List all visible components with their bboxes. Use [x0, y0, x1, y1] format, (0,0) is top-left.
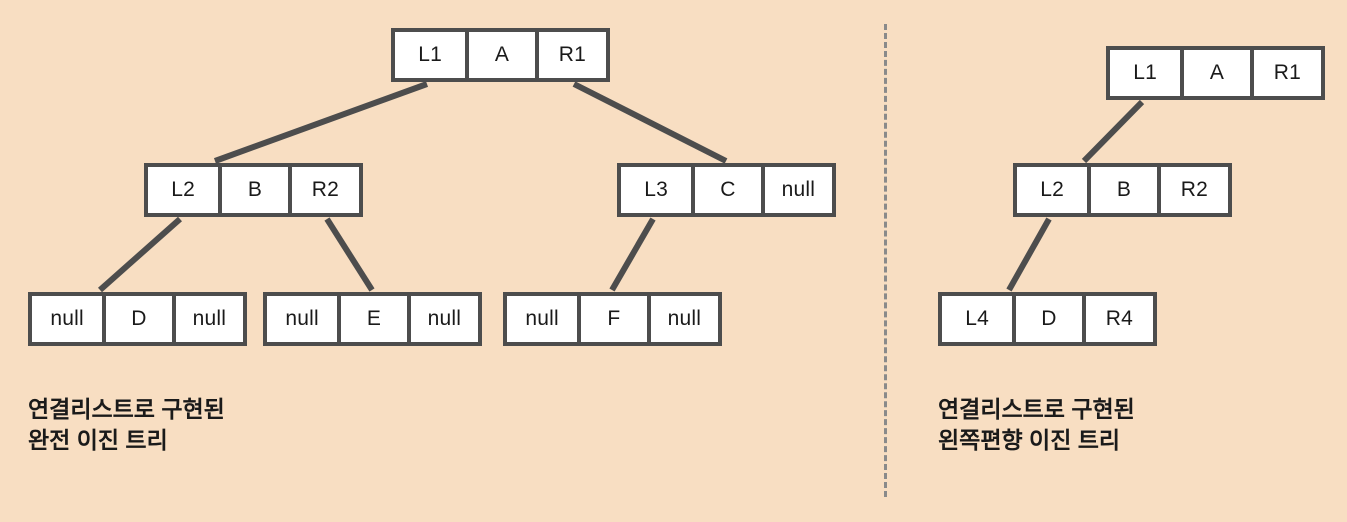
node-cell-data: A [465, 32, 535, 78]
tree-edge [324, 217, 375, 292]
node-cell-data: D [102, 296, 172, 342]
node-cell-right-pointer: R2 [287, 167, 359, 213]
node-cell-left-pointer: null [267, 296, 338, 342]
node-cell-right-pointer: R1 [534, 32, 606, 78]
node-cell-right-pointer: null [171, 296, 243, 342]
section-divider [884, 24, 887, 497]
node-cell-data: F [577, 296, 647, 342]
node-cell-left-pointer: L1 [395, 32, 466, 78]
node-cell-data: C [691, 167, 761, 213]
node-cell-left-pointer: null [507, 296, 578, 342]
node-cell-data: A [1180, 50, 1250, 96]
left-diagram-caption: 연결리스트로 구현된 완전 이진 트리 [28, 396, 225, 453]
node-cell-left-pointer: L2 [148, 167, 219, 213]
node-cell-data: E [337, 296, 407, 342]
node-cell-right-pointer: R2 [1156, 167, 1228, 213]
node-cell-data: B [1087, 167, 1157, 213]
node-cell-data: D [1012, 296, 1082, 342]
node-cell-left-pointer: null [32, 296, 103, 342]
node-cell-right-pointer: R1 [1249, 50, 1321, 96]
node-cell-left-pointer: L4 [942, 296, 1013, 342]
right-diagram-caption: 연결리스트로 구현된 왼쪽편향 이진 트리 [938, 396, 1135, 453]
node-cell-left-pointer: L1 [1110, 50, 1181, 96]
tree-edge [1006, 217, 1052, 292]
node-cell-right-pointer: null [406, 296, 478, 342]
node-cell-right-pointer: null [760, 167, 832, 213]
tree-edge [572, 81, 728, 164]
node-cell-left-pointer: L3 [621, 167, 692, 213]
node-cell-right-pointer: R4 [1081, 296, 1153, 342]
tree-edge [98, 216, 182, 293]
node-cell-right-pointer: null [646, 296, 718, 342]
tree-edge [609, 217, 656, 292]
node-cell-data: B [218, 167, 288, 213]
tree-edge [1081, 99, 1145, 164]
tree-edge [213, 81, 429, 164]
node-cell-left-pointer: L2 [1017, 167, 1088, 213]
